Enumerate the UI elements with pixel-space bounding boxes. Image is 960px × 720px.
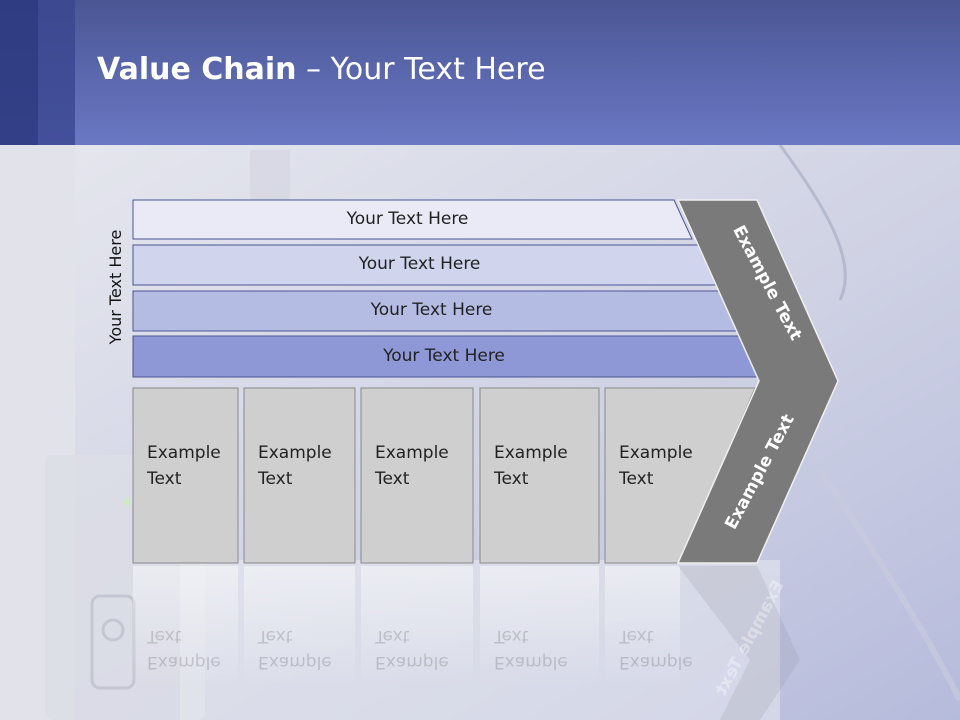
box-label-reflection: Example Text bbox=[619, 623, 693, 675]
box-reflection bbox=[361, 566, 473, 686]
reflection-line1: Example bbox=[258, 652, 332, 672]
boxes-group bbox=[132, 387, 756, 686]
box-label-line2: Text bbox=[619, 469, 654, 489]
header-band bbox=[0, 0, 960, 145]
chevron-shape bbox=[676, 199, 839, 564]
box-label-line1: Example bbox=[258, 443, 332, 463]
box-label-reflection: Example Text bbox=[147, 623, 221, 675]
reflection-line2: Text bbox=[619, 626, 654, 646]
activity-box bbox=[479, 387, 600, 564]
activity-box bbox=[132, 387, 239, 564]
bar-label: Your Text Here bbox=[358, 254, 481, 274]
value-bar bbox=[132, 199, 693, 240]
box-label-line1: Example bbox=[619, 443, 693, 463]
reflection-line1: Example bbox=[147, 652, 221, 672]
reflection-line1: Example bbox=[494, 652, 568, 672]
box-label-line2: Text bbox=[494, 469, 529, 489]
reflection-line2: Text bbox=[375, 626, 410, 646]
header: Value Chain – Your Text Here bbox=[0, 0, 960, 145]
activity-box bbox=[360, 387, 474, 564]
box-reflection bbox=[605, 566, 680, 686]
box-label-line2: Text bbox=[375, 469, 410, 489]
box-label-line2: Text bbox=[147, 469, 182, 489]
reflection-line2: Text bbox=[258, 626, 293, 646]
reflection-line1: Example bbox=[619, 652, 693, 672]
box-label-reflection: Example Text bbox=[375, 623, 449, 675]
bar-label: Your Text Here bbox=[346, 208, 469, 229]
bars-group bbox=[132, 199, 766, 378]
box-label-line1: Example bbox=[375, 443, 449, 463]
bar-label: Your Text Here bbox=[370, 300, 493, 320]
box-reflection bbox=[133, 566, 238, 686]
reflection-line1: Example bbox=[375, 652, 449, 672]
side-label: Your Text Here bbox=[106, 229, 125, 345]
page-title: Value Chain – Your Text Here bbox=[97, 52, 546, 87]
box-label-reflection: Example Text bbox=[494, 623, 568, 675]
box-label-line1: Example bbox=[494, 443, 568, 463]
reflection-line2: Text bbox=[147, 626, 182, 646]
chevron-arrow bbox=[676, 199, 839, 720]
box-label-line1: Example bbox=[147, 443, 221, 463]
reflection-line2: Text bbox=[494, 626, 529, 646]
box-label-reflection: Example Text bbox=[258, 623, 332, 675]
box-label-line2: Text bbox=[258, 469, 293, 489]
bar-label: Your Text Here bbox=[383, 345, 505, 366]
box-reflection bbox=[480, 566, 599, 686]
box-reflection bbox=[244, 566, 355, 686]
activity-box bbox=[243, 387, 356, 564]
chevron-reflection bbox=[678, 566, 800, 720]
